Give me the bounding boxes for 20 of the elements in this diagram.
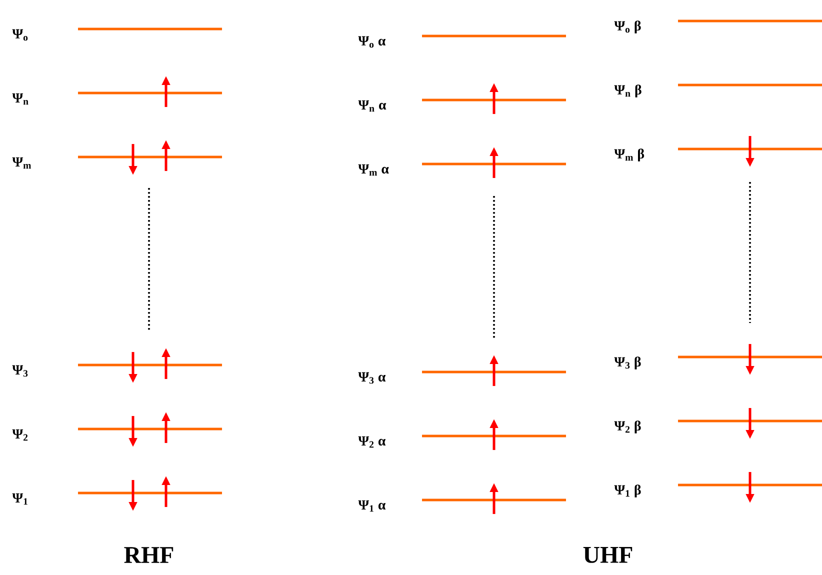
level-label: Ψ$_{n}$	[12, 93, 28, 105]
level-label: Ψ$_{o}$	[12, 29, 28, 41]
level-label: Ψ$_{3}$ β	[614, 356, 641, 370]
level-label: Ψ$_{3}$	[12, 365, 28, 377]
level-label: Ψ$_{n}$ β	[614, 84, 642, 98]
level-label: Ψ$_{1}$ β	[614, 484, 641, 498]
level-label: Ψ$_{o}$ β	[614, 20, 641, 34]
level-label: Ψ$_{m}$ β	[614, 148, 644, 162]
method-label: RHF	[124, 547, 174, 563]
level-label: Ψ$_{2}$ β	[614, 420, 641, 434]
level-label: Ψ$_{n}$ α	[358, 100, 386, 112]
level-label: Ψ$_{1}$	[12, 493, 28, 505]
level-label: Ψ$_{o}$ α	[358, 36, 386, 48]
method-label: UHF	[583, 547, 632, 563]
level-label: Ψ$_{2}$	[12, 429, 28, 441]
level-label: Ψ$_{m}$	[12, 157, 32, 169]
level-label: Ψ$_{m}$ α	[358, 164, 389, 176]
level-label: Ψ$_{1}$ α	[358, 500, 386, 512]
level-label: Ψ$_{2}$ α	[358, 436, 386, 448]
level-label: Ψ$_{3}$ α	[358, 372, 386, 384]
